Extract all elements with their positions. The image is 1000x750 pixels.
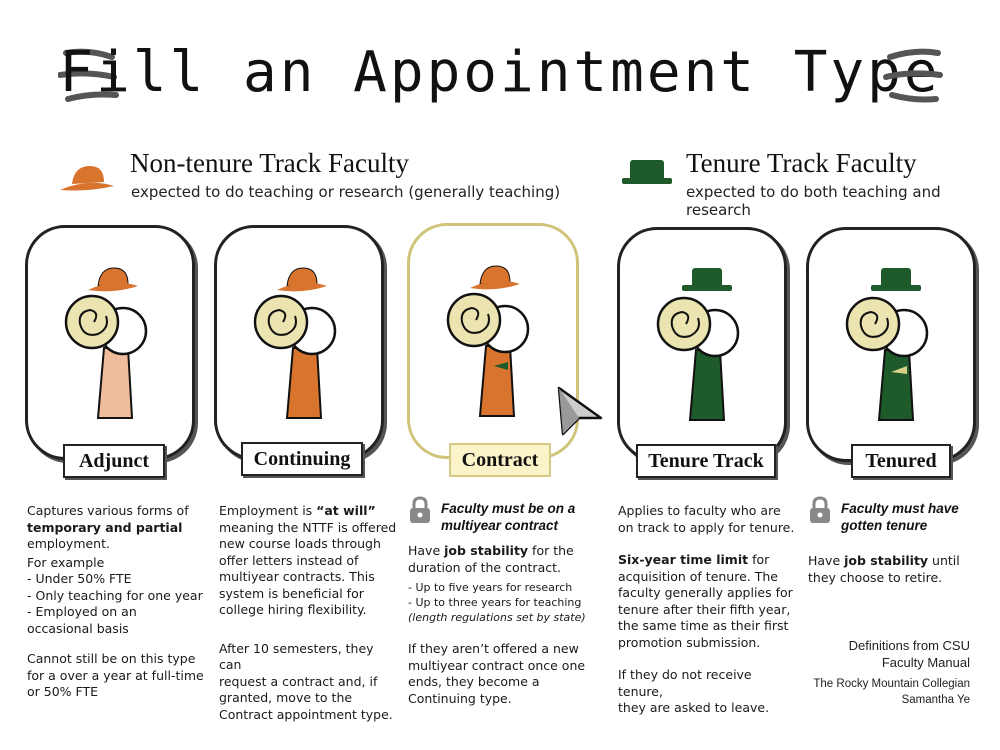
desc-line: or 50% FTE (27, 684, 99, 699)
credit-line: The Rocky Mountain Collegian (813, 678, 970, 690)
orange-hat-icon (60, 166, 114, 191)
desc-line: ends, they become a (408, 674, 540, 689)
desc-line: promotion submission. (618, 634, 761, 650)
desc-line: request a contract and, if (219, 673, 378, 689)
desc-line: they are asked to leave. (618, 700, 770, 715)
credit-line: Faculty Manual (881, 655, 970, 670)
lock-icon (810, 496, 830, 523)
desc-line: the same time as their first (618, 618, 789, 633)
desc-line: Contract appointment type. (219, 706, 393, 722)
desc-line: (length regulations set by state) (408, 611, 586, 624)
credits: Definitions from CSU Faculty Manual The … (770, 637, 970, 708)
tenured-card[interactable] (806, 227, 976, 462)
desc-line: multiyear contract once one (408, 657, 586, 673)
contract-description: Have job stability for the duration of t… (408, 543, 588, 707)
desc-line: meaning the NTTF is offered (219, 519, 397, 535)
page-title: Fill an Appointment Type (59, 40, 941, 105)
desc-line: on track to apply for tenure. (618, 519, 795, 535)
green-hat-icon (622, 160, 672, 184)
desc-line: occasional basis (27, 620, 129, 636)
desc-line: faculty generally applies for (618, 585, 793, 600)
decorative-brush-strokes-right (883, 48, 943, 103)
desc-line: Applies to faculty who are (618, 503, 781, 518)
desc-line: temporary and partial (27, 519, 183, 535)
ram-figure-adjunct (64, 267, 148, 419)
tenure-track-label[interactable]: Tenure Track (636, 444, 776, 478)
ram-figure-tenured (845, 268, 929, 421)
desc-line: granted, move to the (219, 690, 353, 705)
contract-requirement-note: Faculty must be on a multiyear contract (441, 500, 591, 534)
desc-line: acquisition of tenure. The (618, 568, 778, 584)
desc-line: - Up to five years for research (408, 581, 573, 594)
decorative-brush-strokes-left (58, 48, 119, 102)
desc-line: - Only teaching for one year (27, 587, 203, 603)
tenure-track-description: Applies to faculty who are on track to a… (618, 503, 798, 717)
adjunct-card[interactable] (25, 225, 195, 460)
desc-line: - Employed on an (27, 604, 137, 619)
desc-line: Have job stability for the (408, 543, 574, 558)
credit-line: Definitions from CSU (848, 638, 970, 653)
continuing-label[interactable]: Continuing (241, 442, 363, 476)
nttf-section-title: Non-tenure Track Faculty (130, 148, 409, 178)
note-line: multiyear contract (441, 518, 559, 533)
desc-line: Have job stability until (808, 553, 960, 568)
note-line: gotten tenure (841, 518, 928, 533)
nttf-section-subtitle: expected to do teaching or research (gen… (131, 183, 561, 201)
desc-line: duration of the contract. (408, 559, 561, 575)
desc-line: offer letters instead of (219, 552, 359, 568)
adjunct-label[interactable]: Adjunct (63, 444, 165, 478)
ttf-section-subtitle: expected to do both teaching and researc… (686, 183, 941, 219)
tenured-description: Have job stability until they choose to … (808, 553, 988, 586)
desc-line: If they aren’t offered a new (408, 641, 579, 656)
desc-line: multiyear contracts. This (219, 569, 375, 584)
credit-line: Samantha Ye (901, 694, 970, 706)
contract-card[interactable] (407, 223, 579, 459)
lock-icon (410, 496, 430, 523)
note-line: Faculty must be on a (441, 501, 576, 516)
desc-line: Captures various forms of (27, 503, 189, 518)
ram-figure-tenure-track (656, 268, 740, 421)
ram-figure-contract (446, 265, 530, 417)
desc-line: After 10 semesters, they can (219, 640, 374, 673)
desc-line: college hiring flexibility. (219, 602, 367, 617)
desc-line: Six-year time limit for (618, 552, 770, 567)
desc-line: If they do not receive tenure, (618, 667, 752, 699)
ram-figure-continuing (253, 267, 337, 419)
desc-line: For example (27, 554, 105, 570)
desc-line: employment. (27, 536, 110, 551)
desc-line: for a over a year at full-time (27, 667, 204, 683)
desc-line: new course loads through (219, 536, 381, 551)
tenure-track-card[interactable] (617, 227, 787, 462)
desc-line: - Under 50% FTE (27, 571, 132, 586)
desc-line: Cannot still be on this type (27, 651, 196, 666)
continuing-card[interactable] (214, 225, 384, 460)
tenured-label[interactable]: Tenured (851, 444, 951, 478)
ttf-section-title: Tenure Track Faculty (686, 148, 917, 178)
desc-line: tenure after their fifth year, (618, 601, 791, 617)
desc-line: Continuing type. (408, 690, 512, 706)
contract-label[interactable]: Contract (449, 443, 551, 477)
desc-line: they choose to retire. (808, 569, 943, 585)
adjunct-description: Captures various forms of temporary and … (27, 503, 207, 701)
continuing-description: Employment is “at will” meaning the NTTF… (219, 503, 399, 723)
tenured-requirement-note: Faculty must have gotten tenure (841, 500, 991, 534)
desc-line: - Up to three years for teaching (408, 596, 582, 609)
mouse-cursor-icon (557, 386, 603, 436)
note-line: Faculty must have (841, 501, 959, 516)
desc-line: system is beneficial for (219, 585, 364, 601)
desc-line: Employment is “at will” (219, 503, 376, 518)
